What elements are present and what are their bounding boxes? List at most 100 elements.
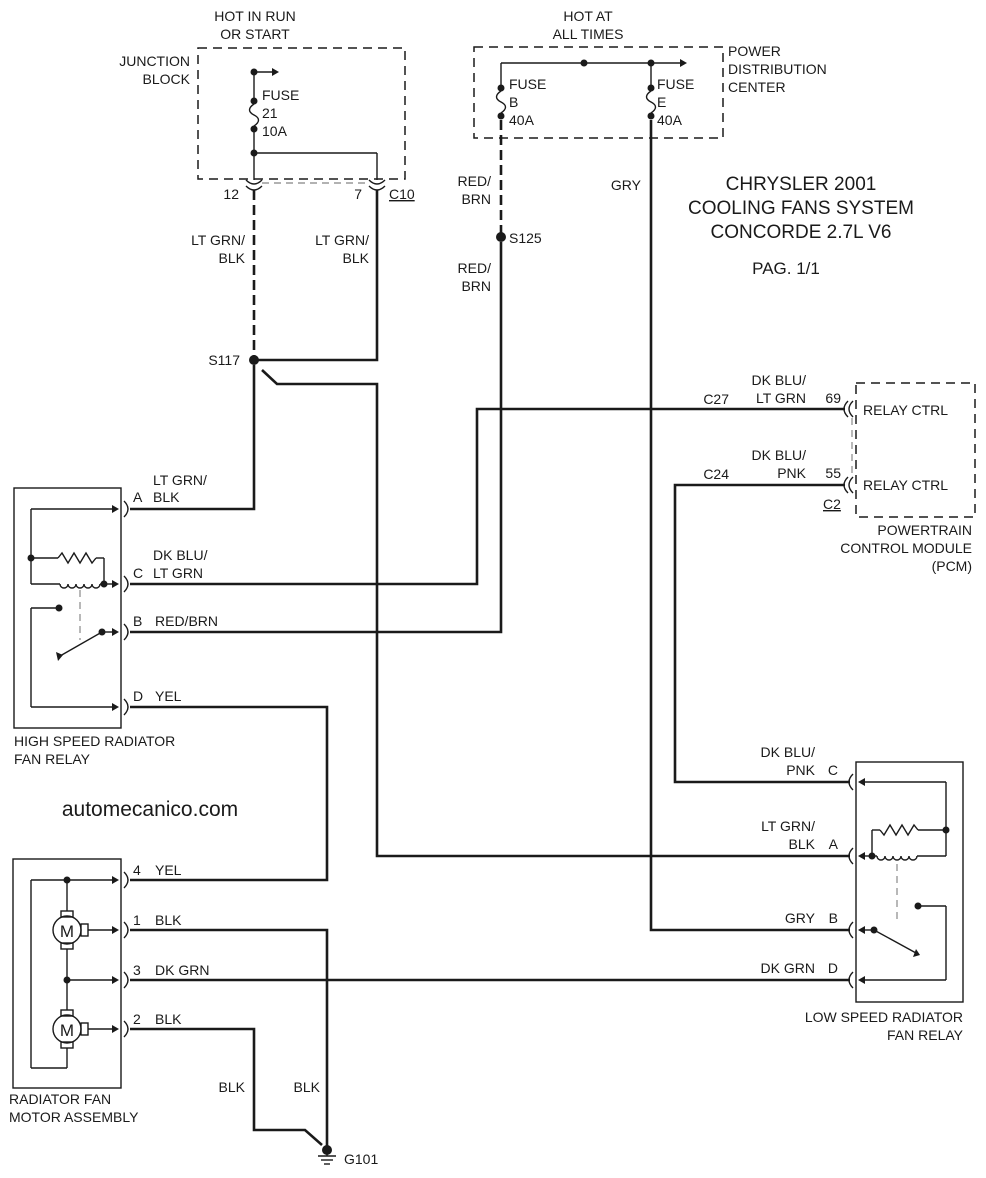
- ls-relay-pin-a-terminal: [848, 847, 854, 865]
- pcm-pin-55-terminal: [848, 476, 854, 494]
- fuse-e-icon: [645, 90, 657, 114]
- c10-pin-12-label: 12: [223, 186, 239, 202]
- pdc-outline: [473, 46, 724, 139]
- ls-relay-coil-icon: [876, 855, 918, 861]
- ls-relay-c-wire-label-1: DK BLU/: [761, 744, 816, 760]
- ls-relay-d-wire-label: DK GRN: [761, 960, 815, 976]
- high-speed-relay-outline: [13, 487, 122, 729]
- low-speed-relay-outline: [855, 761, 964, 1003]
- wire-dkblu-pnk-label-1: DK BLU/: [752, 447, 807, 463]
- hs-relay-pin-c-terminal: [123, 575, 129, 593]
- ground-g101: G101: [318, 1145, 378, 1167]
- wire-red-brn-lower-label-1: RED/: [458, 260, 492, 276]
- motor-assembly-label-1: RADIATOR FAN: [9, 1091, 111, 1107]
- wire-red-brn-upper-label-2: BRN: [461, 191, 491, 207]
- hs-relay-resistor-icon: [57, 551, 97, 565]
- fuse-21-label-3: 10A: [262, 123, 288, 139]
- power-arrow-icon: [272, 68, 279, 76]
- hs-relay-coil-icon: [59, 583, 101, 589]
- fuse-e-label-3: 40A: [657, 112, 683, 128]
- junction-block-label-2: BLOCK: [143, 71, 191, 87]
- ls-relay-pin-a-label: A: [829, 836, 839, 852]
- c10-pin-7-terminal: [368, 179, 386, 185]
- wire-red-brn-lower-label-2: BRN: [461, 278, 491, 294]
- ls-relay-b-wire-label: GRY: [785, 910, 816, 926]
- wire-dkblu-ltgrn: [130, 407, 845, 586]
- hs-relay-label-1: HIGH SPEED RADIATOR: [14, 733, 175, 749]
- pcm: RELAY CTRL RELAY CTRL C2 POWERTRAIN CONT…: [823, 382, 976, 574]
- wire-blk-pin2: [130, 1027, 323, 1146]
- ls-relay-pin-c-label: C: [828, 762, 838, 778]
- wire-dkblu-pnk-label-2: PNK: [777, 465, 806, 481]
- wire-gnd-left-label: BLK: [219, 1079, 246, 1095]
- wire-red-brn-lower: [130, 242, 503, 634]
- motor-assembly-outline: [12, 858, 122, 1089]
- motor-pin-1-wire-label: BLK: [155, 912, 182, 928]
- hs-relay-pin-c-label: C: [133, 565, 143, 581]
- wire-ltgrn-blk-left-label-1: LT GRN/: [191, 232, 245, 248]
- hs-relay-a-wire-label-1: LT GRN/: [153, 472, 207, 488]
- splice-s125: [496, 232, 506, 242]
- ls-relay-pin-d-terminal: [848, 971, 854, 989]
- hs-relay-switch-icon: [59, 631, 103, 657]
- connector-c24-label: C24: [703, 466, 729, 482]
- hs-relay-c-wire-label-1: DK BLU/: [153, 547, 208, 563]
- ls-relay-pin-d-label: D: [828, 960, 838, 976]
- hot-in-run-label-2: OR START: [220, 26, 290, 42]
- c10-pin-12-terminal: [245, 179, 263, 185]
- diagram-title: CHRYSLER 2001 COOLING FANS SYSTEM CONCOR…: [688, 174, 914, 278]
- wire-red-brn-upper-label-1: RED/: [458, 173, 492, 189]
- hot-at-all-times-label-2: ALL TIMES: [553, 26, 624, 42]
- low-speed-relay: C A B D DK BLU/ PNK LT GRN/ BLK GRY DK G…: [761, 744, 964, 1043]
- hot-in-run-label-1: HOT IN RUN: [214, 8, 295, 24]
- wire-dkblu-pnk: [673, 483, 850, 784]
- ls-relay-c-wire-label-2: PNK: [786, 762, 815, 778]
- motor-pin-3-wire-label: DK GRN: [155, 962, 209, 978]
- fuse-e-label-2: E: [657, 94, 666, 110]
- wire-ltgrn-blk-right-label-1: LT GRN/: [315, 232, 369, 248]
- c10-connector-label: C10: [389, 186, 415, 202]
- hs-relay-d-wire-label: YEL: [155, 688, 182, 704]
- power-distribution-center: HOT AT ALL TIMES POWER DISTRIBUTION CENT…: [473, 8, 827, 139]
- junction-block-outline: [197, 47, 406, 180]
- connector-c2-label: C2: [823, 496, 841, 512]
- motor-pin-3-label: 3: [133, 962, 141, 978]
- pcm-pin-69-label: 69: [825, 390, 841, 406]
- junction-block-label-1: JUNCTION: [119, 53, 190, 69]
- fan-motor-1-symbol: M: [60, 922, 74, 941]
- fuse-21-label-2: 21: [262, 105, 278, 121]
- fuse-b-label-2: B: [509, 94, 518, 110]
- website-watermark: automecanico.com: [62, 798, 238, 821]
- fuse-b-label-3: 40A: [509, 112, 535, 128]
- wire-s117-to-ls-relay-a: [261, 369, 850, 858]
- title-line-2: COOLING FANS SYSTEM: [688, 198, 914, 219]
- hs-relay-pin-a-terminal: [123, 500, 129, 518]
- fan-motor-2-symbol: M: [60, 1021, 74, 1040]
- hs-relay-a-wire-label-2: BLK: [153, 489, 180, 505]
- fuse-21-label-1: FUSE: [262, 87, 299, 103]
- hs-relay-pin-b-label: B: [133, 613, 142, 629]
- splice-s125-label: S125: [509, 230, 542, 246]
- pdc-label-3: CENTER: [728, 79, 786, 95]
- wire-ltgrn-blk-right-label-2: BLK: [343, 250, 370, 266]
- pcm-relay-ctrl-1: RELAY CTRL: [863, 402, 948, 418]
- pcm-label-3: (PCM): [932, 558, 972, 574]
- wire-dkblu-ltgrn-label-2: LT GRN: [756, 390, 806, 406]
- motor-pin-4-label: 4: [133, 862, 141, 878]
- hs-relay-pin-d-terminal: [123, 698, 129, 716]
- splice-s117: [249, 355, 259, 365]
- fuse-21-icon: [248, 103, 260, 127]
- motor-pin-1-terminal: [123, 921, 129, 939]
- radiator-fan-motor-assembly: 4 1 3 2 YEL BLK DK GRN BLK M M: [9, 858, 209, 1125]
- wire-yel: [130, 705, 329, 882]
- wire-gnd-right-label: BLK: [294, 1079, 321, 1095]
- ls-relay-pin-b-terminal: [848, 921, 854, 939]
- motor-pin-2-wire-label: BLK: [155, 1011, 182, 1027]
- pdc-label-1: POWER: [728, 43, 781, 59]
- pdc-label-2: DISTRIBUTION: [728, 61, 827, 77]
- page-number: PAG. 1/1: [752, 259, 820, 278]
- fuse-e-label-1: FUSE: [657, 76, 694, 92]
- fuse-b-label-1: FUSE: [509, 76, 546, 92]
- ls-relay-a-wire-label-2: BLK: [789, 836, 816, 852]
- pcm-relay-ctrl-2: RELAY CTRL: [863, 477, 948, 493]
